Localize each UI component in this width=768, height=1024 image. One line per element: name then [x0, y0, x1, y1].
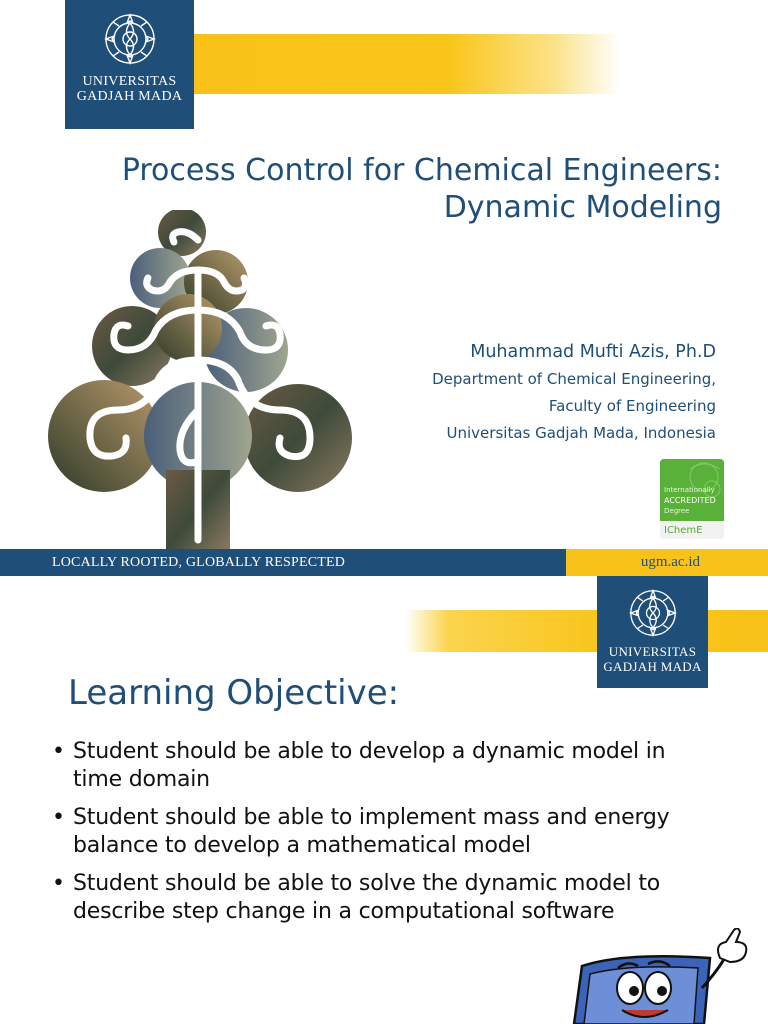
- title-line1: Process Control for Chemical Engineers:: [121, 153, 722, 188]
- bullet-line: describe step change in a computational …: [73, 899, 615, 924]
- ugm-seal-icon: [628, 588, 677, 638]
- bullet-line: Student should be able to solve the dyna…: [73, 871, 661, 896]
- leaf-pattern-icon: [689, 462, 721, 498]
- logo-line1: UNIVERSITAS: [82, 74, 177, 89]
- ugm-logo: UNIVERSITAS GADJAH MADA: [65, 0, 194, 129]
- list-item: • Student should be able to develop a dy…: [52, 738, 692, 794]
- ugm-logo: UNIVERSITAS GADJAH MADA: [597, 576, 708, 688]
- list-item: • Student should be able to solve the dy…: [52, 870, 692, 926]
- bullet-line: Student should be able to implement mass…: [73, 805, 670, 830]
- bullet-line: balance to develop a mathematical model: [73, 833, 531, 858]
- photo-collage-tree-icon: [48, 210, 352, 550]
- title-slide: UNIVERSITAS GADJAH MADA Process Control …: [0, 0, 768, 576]
- list-item: • Student should be able to implement ma…: [52, 804, 692, 860]
- author-name: Muhammad Mufti Azis, Ph.D: [470, 342, 716, 362]
- bullet-icon: •: [52, 739, 65, 764]
- author-faculty: Faculty of Engineering: [548, 397, 716, 415]
- slide-heading: Learning Objective:: [68, 673, 400, 713]
- header-yellow-band: [190, 34, 620, 94]
- objective-list: • Student should be able to develop a dy…: [52, 738, 692, 936]
- accred-line2: ACCREDITED: [664, 496, 716, 505]
- author-block: Muhammad Mufti Azis, Ph.D Department of …: [432, 342, 716, 447]
- bullet-icon: •: [52, 805, 65, 830]
- learning-objective-slide: UNIVERSITAS GADJAH MADA Learning Objecti…: [0, 576, 768, 1024]
- computer-mascot-icon: [572, 928, 748, 1024]
- bullet-line: time domain: [73, 767, 210, 792]
- slide-title: Process Control for Chemical Engineers: …: [122, 152, 722, 226]
- author-university: Universitas Gadjah Mada, Indonesia: [446, 424, 716, 442]
- logo-line1: UNIVERSITAS: [608, 644, 697, 659]
- title-line2: Dynamic Modeling: [443, 190, 722, 225]
- accred-line1: Internationally: [664, 486, 715, 494]
- author-department: Department of Chemical Engineering,: [432, 370, 716, 388]
- website-link[interactable]: ugm.ac.id: [566, 549, 768, 576]
- ugm-seal-icon: [103, 13, 156, 65]
- logo-line2: GADJAH MADA: [603, 659, 702, 674]
- tagline: LOCALLY ROOTED, GLOBALLY RESPECTED: [0, 549, 566, 576]
- header-yellow-band: [405, 610, 768, 652]
- icheme-accreditation-badge: Internationally ACCREDITED Degree IChemE: [660, 459, 724, 539]
- accred-org: IChemE: [660, 521, 724, 539]
- accred-line3: Degree: [664, 507, 690, 515]
- bullet-icon: •: [52, 871, 65, 896]
- logo-line2: GADJAH MADA: [76, 89, 183, 104]
- bullet-line: Student should be able to develop a dyna…: [73, 739, 666, 764]
- footer-bar: LOCALLY ROOTED, GLOBALLY RESPECTED ugm.a…: [0, 549, 768, 576]
